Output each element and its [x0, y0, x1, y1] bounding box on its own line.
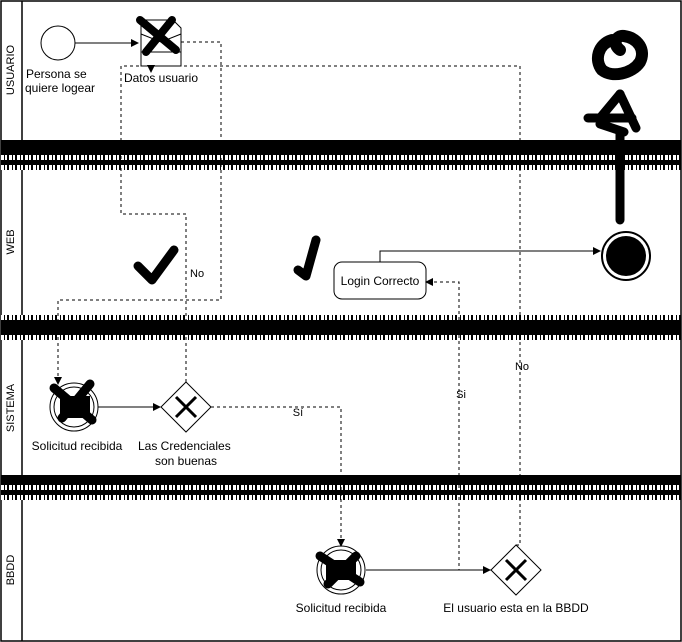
lane-separator-1 [1, 140, 681, 170]
solicitud-sistema-event[interactable] [49, 379, 99, 432]
end-event-inner [606, 236, 646, 276]
usuario-bbdd-gateway[interactable] [490, 544, 542, 596]
credenciales-gateway-label-line2: son buenas [155, 454, 217, 468]
handdrawn-figure-icon [583, 29, 648, 225]
flow-bbdd-si-label: Si [456, 389, 466, 401]
datos-usuario-x-mark-2 [142, 16, 176, 56]
flow-credenciales-si [211, 406, 345, 547]
credenciales-gateway-label: Las Credenciales son buenas [138, 439, 234, 468]
flow-credenciales-no-label: No [190, 268, 204, 280]
start-event-label: Persona se quiere logear [25, 67, 95, 95]
flow-bbdd-si [425, 278, 491, 571]
lane-title-sistema: SISTEMA [5, 383, 17, 432]
flow-bbdd-no [181, 65, 521, 546]
lane-separator-2 [1, 315, 681, 340]
datos-usuario-data-object[interactable] [136, 16, 182, 67]
start-event[interactable] [40, 25, 76, 61]
lane-title-usuario: USUARIO [5, 45, 17, 96]
lane-title-web: WEB [5, 229, 17, 254]
credenciales-gateway[interactable] [160, 381, 212, 433]
flow-datos-to-solicitud [54, 41, 222, 385]
solicitud-bbdd-event[interactable] [315, 545, 366, 595]
flow-credenciales-si-label: Sí [293, 407, 303, 419]
datos-usuario-label: Datos usuario [124, 71, 198, 85]
checkmark-icon [133, 245, 179, 285]
flow-bbdd-no-label: No [515, 361, 529, 373]
solicitud-bbdd-label: Solicitud recibida [296, 601, 387, 615]
credenciales-gateway-label-line1: Las Credenciales [138, 439, 231, 453]
usuario-bbdd-gateway-label: El usuario esta en la BBDD [443, 601, 589, 615]
checkmark-icon-2 [293, 235, 321, 281]
lane-title-bbdd: BBDD [5, 555, 17, 586]
start-event-label-line2: quiere logear [25, 81, 95, 95]
solicitud-sistema-label: Solicitud recibida [32, 439, 123, 453]
start-event-label-line1: Persona se [26, 67, 87, 81]
flow-login-to-end [379, 247, 601, 262]
login-correcto-label: Login Correcto [341, 274, 420, 288]
